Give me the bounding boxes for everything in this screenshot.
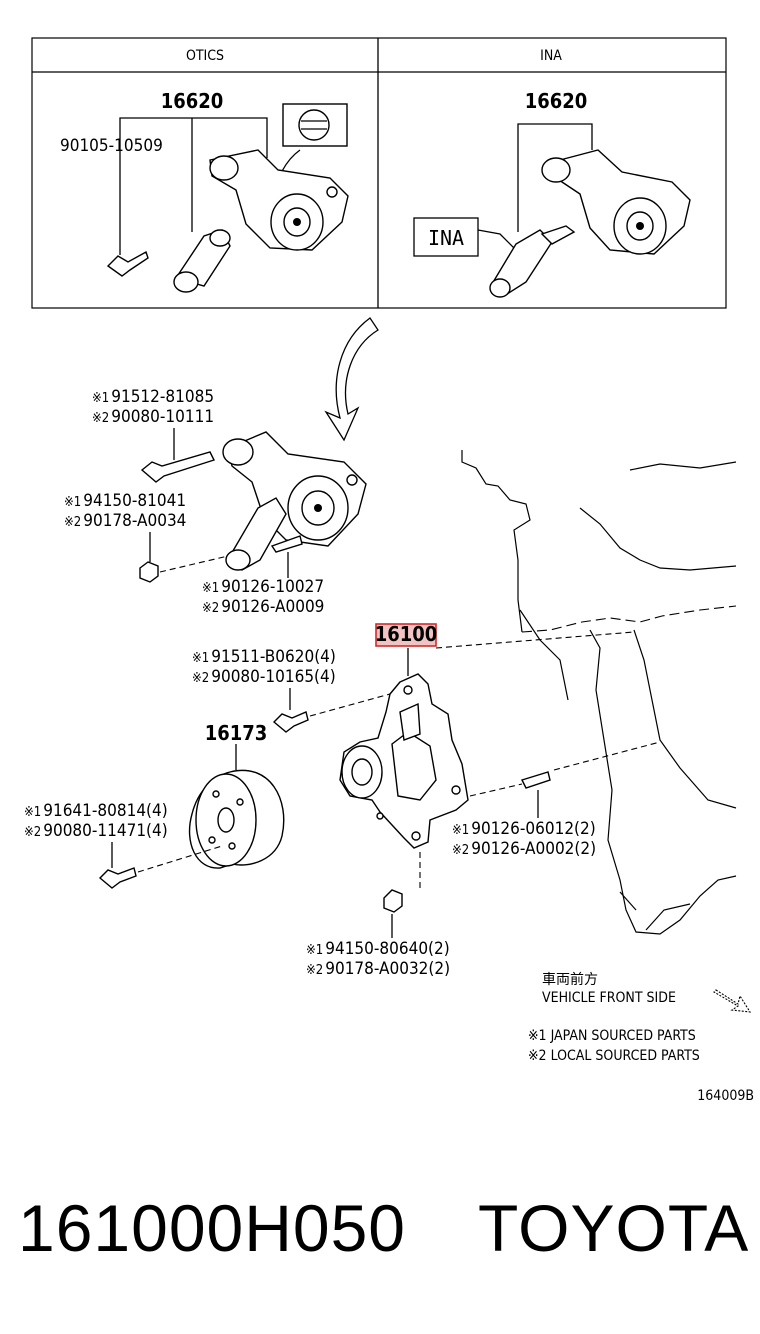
ina-label-box (413, 217, 479, 257)
detail-arrow (324, 317, 379, 442)
ina-part-number: 16620 (525, 89, 588, 113)
legend: ※1 JAPAN SOURCED PARTS ※2 LOCAL SOURCED … (528, 1028, 700, 1064)
reference-code: 164009B (697, 1088, 754, 1104)
otics-tensioner-illustration: 16620 90105-10509 (60, 89, 349, 293)
ina-tensioner-illustration: 16620 INA (413, 89, 691, 298)
header-otics: OTICS (186, 48, 224, 64)
pulley-part-number: 16173 (205, 721, 268, 745)
header-ina: INA (540, 48, 562, 64)
direction-note: 車両前方 VEHICLE FRONT SIDE (542, 971, 752, 1013)
footer-part-number: 161000H050 (18, 1191, 407, 1265)
footer-caption: 161000H050 TOYOTA (0, 1190, 760, 1280)
direction-en: VEHICLE FRONT SIDE (542, 990, 676, 1006)
water-pump-part-number: 16100 (375, 622, 438, 646)
otics-part-number: 16620 (161, 89, 224, 113)
highlight-box (375, 623, 437, 647)
footer-brand: TOYOTA (478, 1191, 750, 1265)
front-arrow-icon (713, 989, 752, 1013)
direction-jp: 車両前方 (542, 971, 598, 988)
ina-label-text: INA (428, 226, 464, 250)
otics-bolt-number: 90105-10509 (60, 136, 163, 156)
legend-japan: ※1 JAPAN SOURCED PARTS (528, 1028, 696, 1044)
legend-local: ※2 LOCAL SOURCED PARTS (528, 1048, 700, 1064)
engine-block-outline (461, 450, 737, 935)
